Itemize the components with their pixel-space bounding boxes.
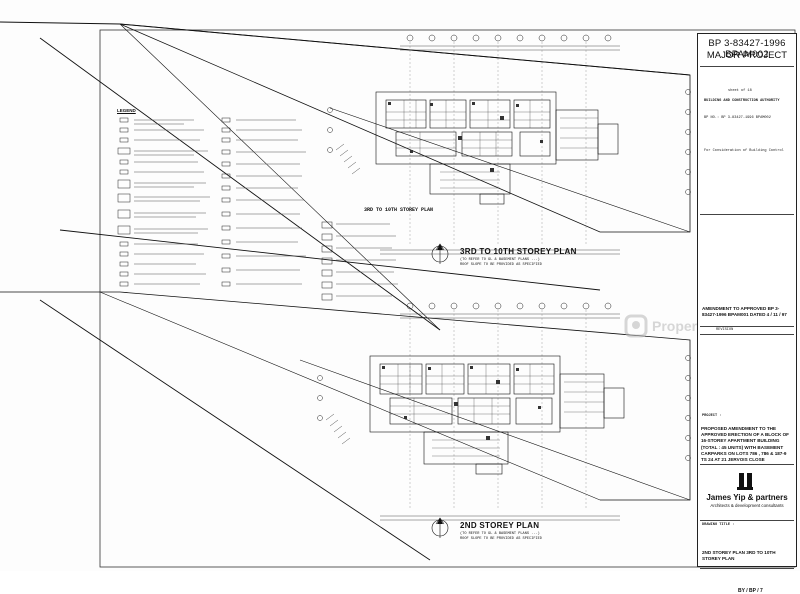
lower-plan-note: (TO REFER TO GL & BASEMENT PLANS ...) RO…	[460, 532, 542, 541]
drawing-title-label: DRAWING TITLE :	[702, 523, 735, 527]
architectural-drawing	[0, 21, 796, 568]
upper-small-title: 3RD TO 10TH STOREY PLAN	[364, 207, 434, 213]
firm-subtitle: Architects & development consultants	[710, 503, 784, 508]
amendment-note: AMENDMENT TO APPROVED BP 3-83427-1996 BP…	[702, 306, 787, 317]
drawing-title: 2ND STOREY PLAN 3RD TO 10TH STOREY PLAN	[702, 550, 776, 561]
divider	[700, 520, 794, 521]
firm-logo-icon	[737, 473, 753, 490]
bp-number: BP 3-83427-1996 BPAM002	[708, 38, 786, 60]
drawing-sheet: 3RD TO 10TH STOREY PLAN 2ND STOREY PLAN …	[0, 21, 797, 594]
divider	[700, 568, 794, 569]
divider	[700, 214, 794, 215]
consideration-note: For Consideration of Building Control	[704, 149, 784, 153]
watermark-logo-icon	[624, 314, 648, 338]
divider	[700, 464, 794, 465]
legend-title: LEGEND	[117, 108, 136, 113]
divider	[700, 334, 794, 335]
title-block: BP 3-83427-1996 BPAM002 MAJOR PROJECT sh…	[697, 33, 797, 594]
revision-header: REVISION	[716, 328, 734, 332]
sheet-count: sheet of 18	[728, 89, 752, 93]
project-label: PROJECT :	[702, 414, 722, 418]
project-ref: BP NO.: BP 3-83427-1996 BPAM002	[704, 116, 771, 120]
lower-plan-title: 2ND STOREY PLAN	[460, 521, 540, 530]
upper-plan-title: 3RD TO 10TH STOREY PLAN	[460, 247, 577, 256]
divider	[700, 66, 794, 67]
authority-name: BUILDING AND CONSTRUCTION AUTHORITY	[704, 99, 780, 103]
upper-plan-note: (TO REFER TO GL & BASEMENT PLANS ...) RO…	[460, 258, 542, 267]
drawing-number: BY / BP / 7	[738, 588, 763, 594]
project-description: PROPOSED AMENDMENT TO THE APPROVED ERECT…	[701, 426, 789, 463]
major-project-label: MAJOR PROJECT	[706, 50, 788, 61]
firm-name: James Yip & partners	[706, 493, 788, 502]
divider	[700, 326, 794, 327]
